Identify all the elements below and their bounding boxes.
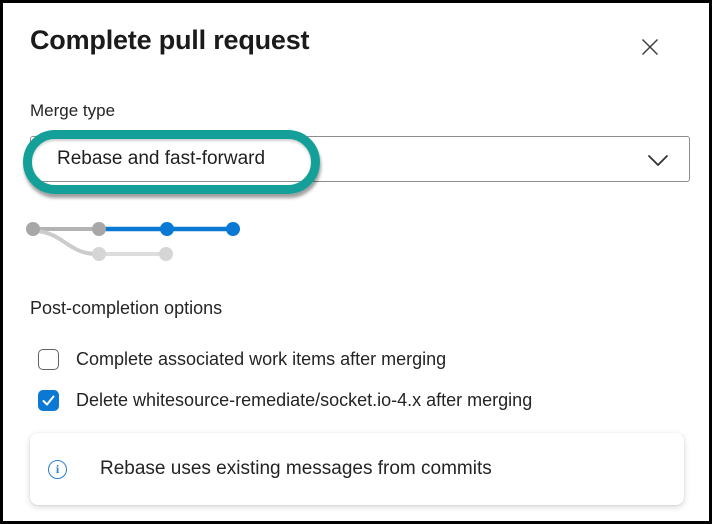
post-completion-heading: Post-completion options	[30, 298, 223, 318]
info-message-text: Rebase uses existing messages from commi…	[100, 458, 492, 479]
info-icon: i	[48, 459, 67, 479]
option-row-delete-branch[interactable]: Delete whitesource-remediate/socket.io-4…	[38, 390, 532, 411]
merge-graph	[26, 221, 241, 266]
dialog-title: Complete pull request	[30, 25, 310, 55]
checkbox-delete-branch[interactable]	[38, 390, 59, 411]
checkmark-icon	[42, 395, 55, 406]
option-label-complete-work-items[interactable]: Complete associated work items after mer…	[76, 349, 447, 369]
chevron-down-icon	[647, 154, 669, 172]
option-label-delete-branch[interactable]: Delete whitesource-remediate/socket.io-4…	[76, 390, 533, 410]
merge-type-selected-value: Rebase and fast-forward	[57, 148, 266, 169]
option-row-complete-work-items[interactable]: Complete associated work items after mer…	[38, 349, 446, 370]
merge-type-dropdown[interactable]: Rebase and fast-forward	[30, 136, 690, 182]
close-icon	[638, 35, 662, 64]
merge-type-label: Merge type	[30, 101, 116, 120]
info-message-bar: i Rebase uses existing messages from com…	[30, 433, 684, 505]
checkbox-complete-work-items[interactable]	[38, 349, 59, 370]
close-button[interactable]	[629, 28, 671, 70]
